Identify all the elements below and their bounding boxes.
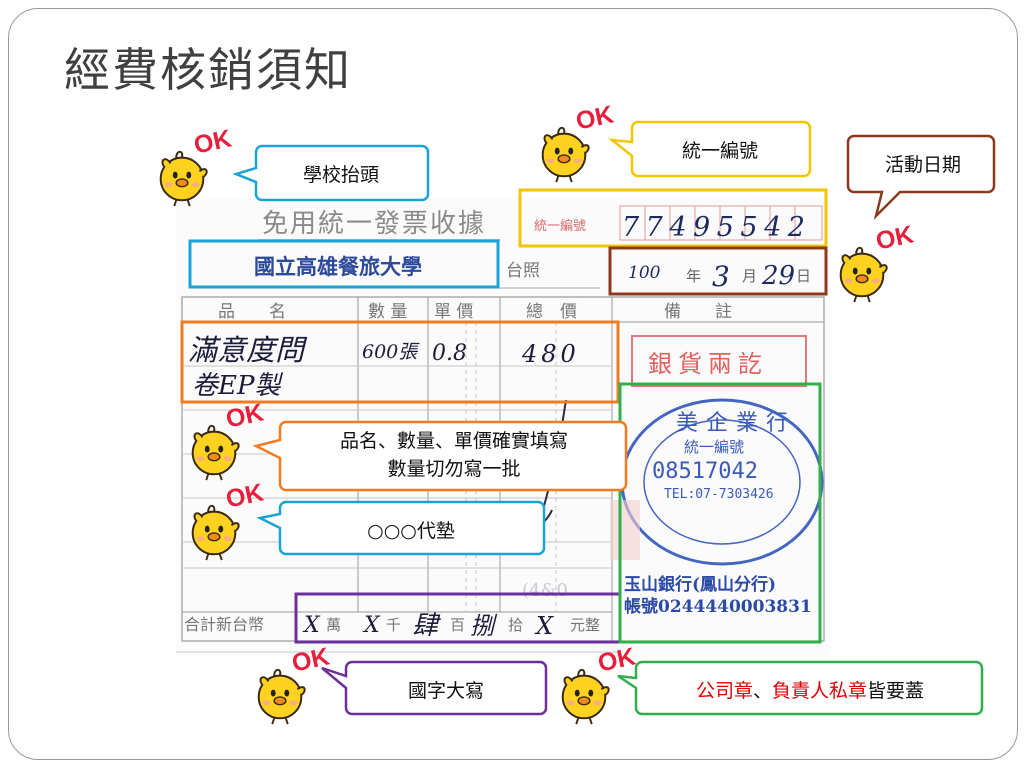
callout-tax-id bbox=[607, 120, 812, 178]
callout-stamps-separator: 、 bbox=[752, 680, 772, 702]
callout-chinese-numerals bbox=[321, 660, 548, 716]
callout-stamps-suffix: 皆要蓋 bbox=[867, 680, 925, 702]
callout-school-header-label: 學校抬頭 bbox=[302, 164, 379, 186]
callout-advance bbox=[256, 500, 546, 556]
callout-advance-label: ○○○代墊 bbox=[367, 520, 455, 542]
callout-items-line2: 數量切勿寫一批 bbox=[387, 458, 521, 480]
callout-tax-id-label: 統一編號 bbox=[681, 140, 758, 162]
callout-stamps-company-seal: 公司章 bbox=[695, 680, 753, 702]
slide-frame bbox=[8, 8, 1018, 760]
callout-items bbox=[252, 420, 628, 492]
callout-activity-date bbox=[846, 134, 996, 221]
callout-stamps-personal-seal: 負責人私章 bbox=[772, 680, 868, 702]
slide-title: 經費核銷須知 bbox=[64, 43, 352, 97]
callout-chinese-numerals-label: 國字大寫 bbox=[407, 680, 484, 702]
callout-activity-date-label: 活動日期 bbox=[884, 154, 961, 176]
callout-items-line1: 品名、數量、單價確實填寫 bbox=[339, 430, 568, 452]
callout-stamps bbox=[617, 660, 984, 716]
callout-school-header bbox=[232, 144, 430, 202]
callout-stamps-label: 公司章、負責人私章皆要蓋 bbox=[640, 678, 980, 704]
